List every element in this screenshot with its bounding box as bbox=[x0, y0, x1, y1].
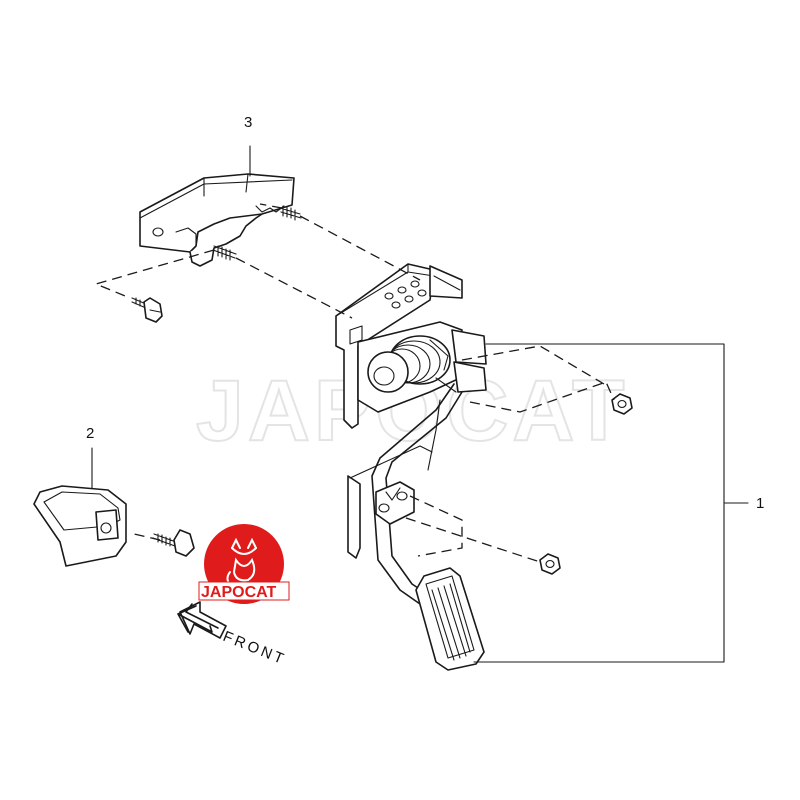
bracket-stud-lower bbox=[212, 245, 237, 261]
callout-3: 3 bbox=[244, 114, 252, 131]
mounting-bracket bbox=[139, 173, 295, 267]
pedal-nut-lower bbox=[539, 553, 561, 575]
assembly-guide-lines bbox=[94, 203, 615, 563]
pedal-assembly bbox=[335, 263, 487, 671]
front-label: FRONT bbox=[221, 628, 289, 669]
cat-mascot-icon bbox=[226, 537, 257, 587]
logo-text: JAPOCAT bbox=[201, 584, 276, 601]
pedal-nut-upper bbox=[611, 393, 633, 415]
bracket-stud-upper bbox=[279, 205, 302, 221]
front-direction-arrow bbox=[177, 601, 227, 639]
japocat-logo: JAPOCAT bbox=[198, 524, 290, 604]
pedal-stopper bbox=[33, 485, 127, 567]
callout-2: 2 bbox=[86, 425, 94, 442]
callout-1: 1 bbox=[756, 495, 764, 512]
bracket-bolt bbox=[131, 297, 163, 323]
stopper-bolt bbox=[152, 529, 195, 557]
